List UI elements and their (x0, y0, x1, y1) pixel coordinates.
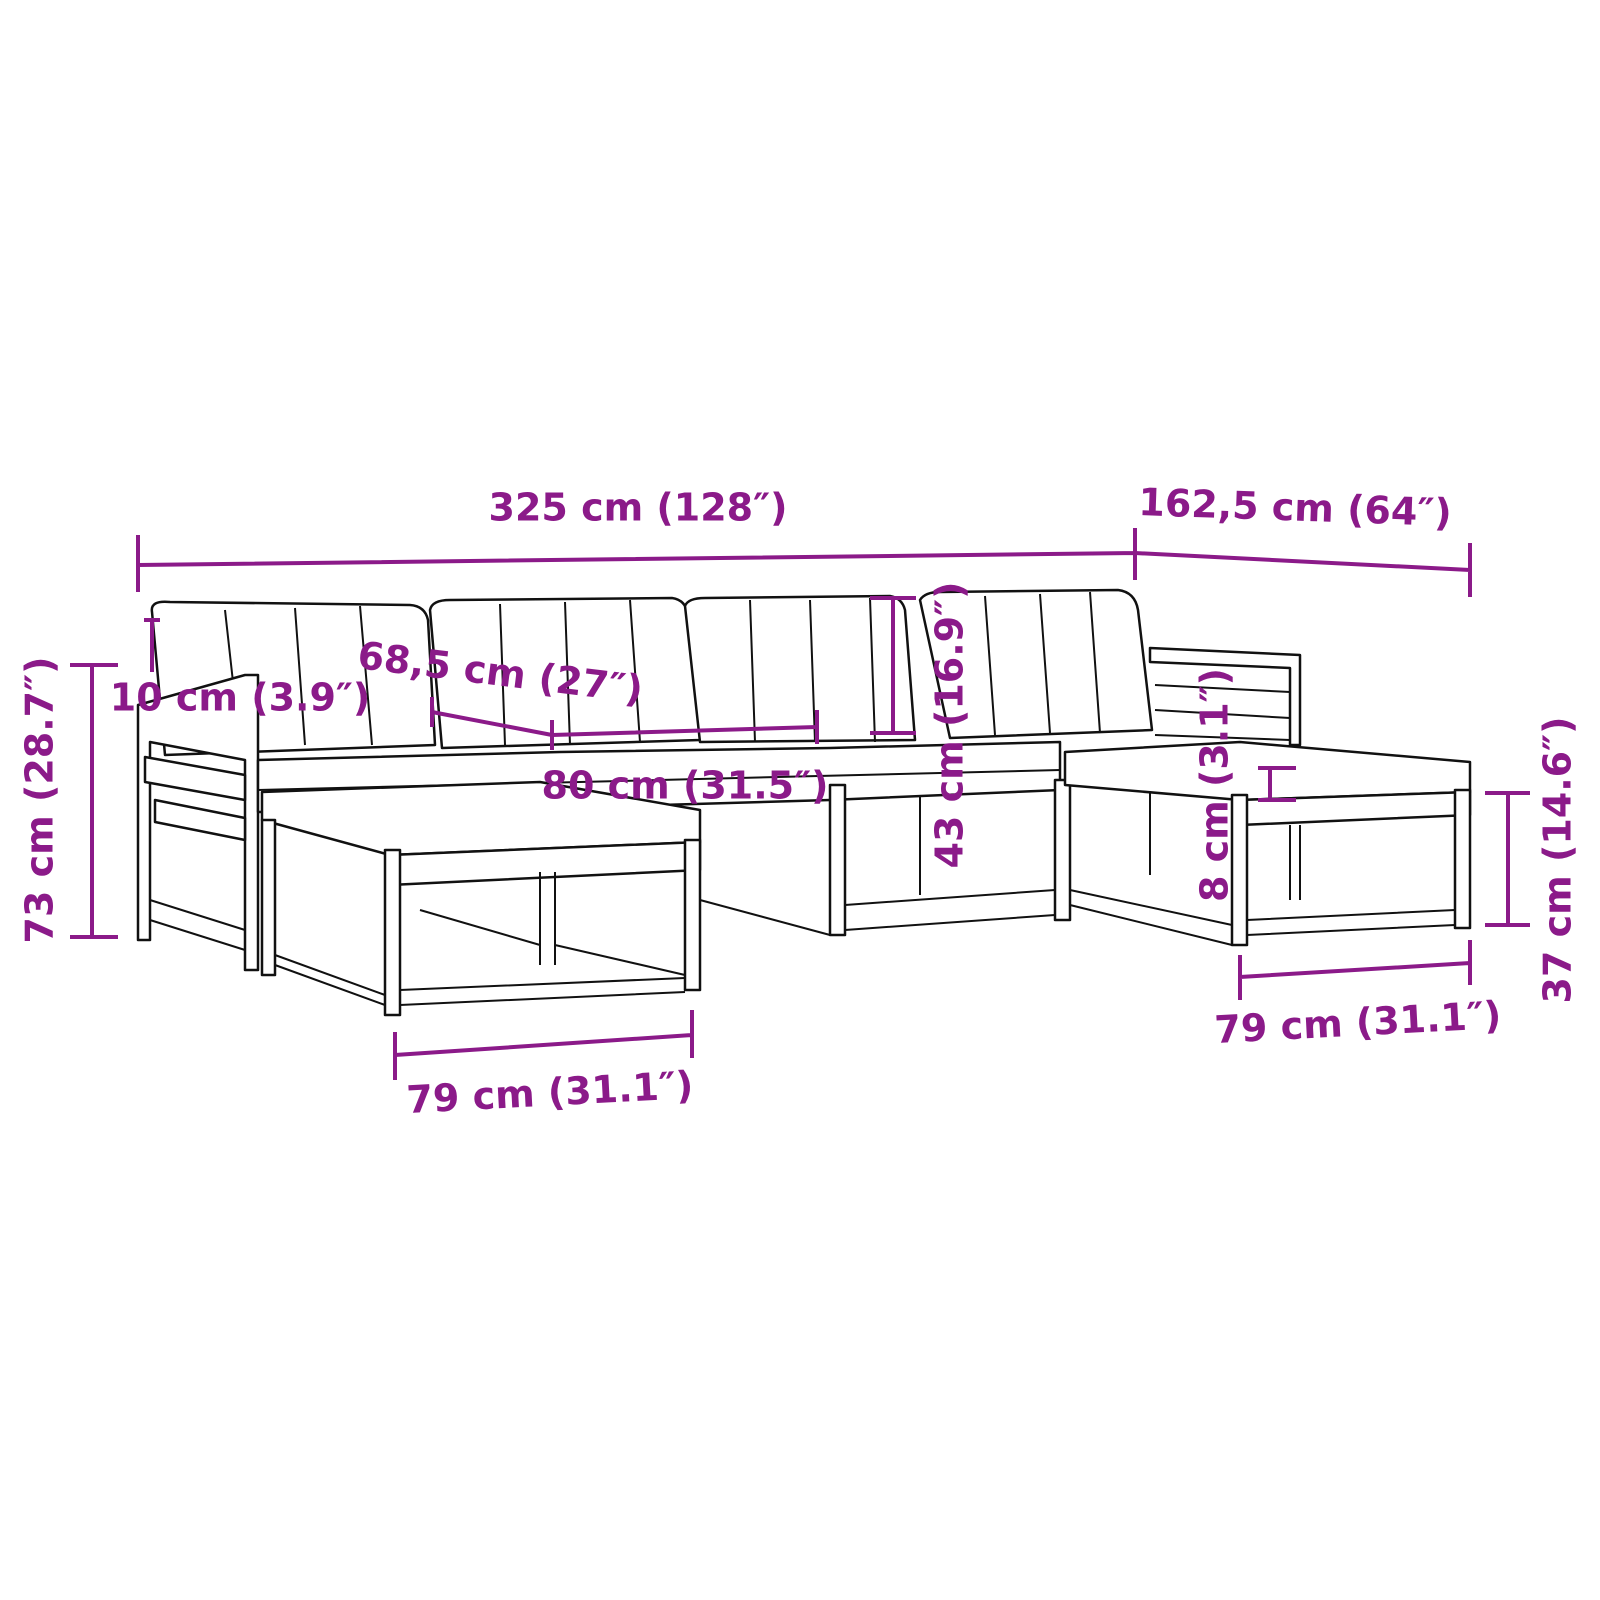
label-footstool-left-width: 79 cm (31.1″) (405, 1063, 694, 1122)
seats (256, 740, 1151, 937)
dim-total-width (136, 528, 1137, 592)
dim-backrest (870, 596, 916, 735)
label-seat-width: 80 cm (31.5″) (542, 764, 829, 808)
label-seat-height: 37 cm (14.6″) (1536, 717, 1580, 1004)
label-total-height: 73 cm (28.7″) (18, 657, 62, 944)
label-cushion-thickness: 8 cm (3.1″) (1193, 668, 1237, 902)
dim-cushion (1258, 766, 1296, 802)
dim-armrest (144, 618, 160, 672)
dimension-lines (70, 528, 1530, 1080)
label-depth: 162,5 cm (64″) (1138, 480, 1453, 535)
label-armrest-width: 10 cm (3.9″) (110, 676, 371, 720)
right-corner-module (1148, 646, 1302, 747)
label-footstool-right-width: 79 cm (31.1″) (1213, 993, 1502, 1052)
dim-depth (1134, 543, 1472, 597)
footstool-right (1063, 740, 1472, 947)
left-corner-module (136, 673, 260, 972)
label-total-width: 325 cm (128″) (489, 486, 788, 530)
dim-seat-width (551, 710, 819, 744)
dim-footstool-left (393, 1010, 694, 1080)
label-backrest-height: 43 cm (16.9″) (928, 582, 972, 869)
footstool-left (260, 780, 702, 1017)
dim-total-height (70, 663, 118, 939)
dim-footstool-right (1238, 940, 1472, 1000)
dim-seat-height (1485, 791, 1530, 927)
